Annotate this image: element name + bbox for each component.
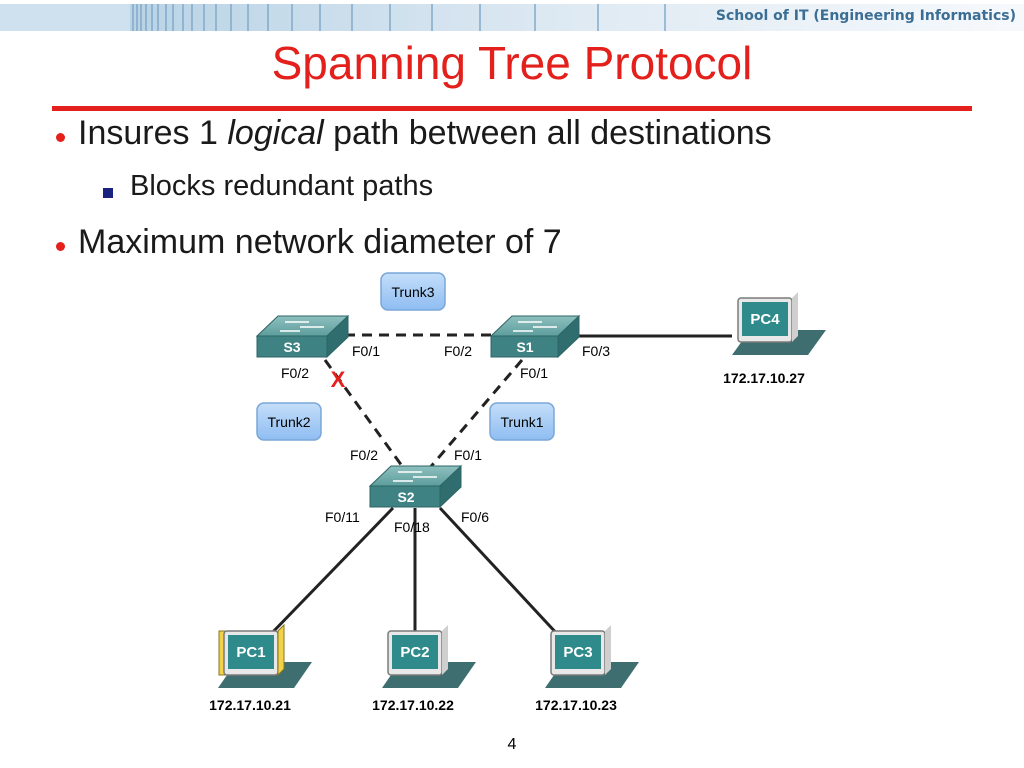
sub-bullet-blocks: Blocks redundant paths [103, 170, 434, 203]
pc3-ip: 172.17.10.23 [535, 697, 617, 713]
port-s1-f02: F0/2 [444, 343, 472, 359]
sub-bullet-blocks-text: Blocks redundant paths [130, 170, 434, 202]
square-bullet-icon [103, 187, 113, 198]
switch-s2-name: S2 [397, 489, 414, 505]
port-s1-f01: F0/1 [520, 365, 548, 381]
switch-s3-name: S3 [283, 339, 300, 355]
header-barcode-graphic [0, 4, 1024, 31]
link-s2-pc3 [438, 506, 562, 639]
pc2-icon: PC2 [382, 625, 476, 688]
blocked-port-x-icon: X [331, 367, 346, 392]
port-s2-f02: F0/2 [350, 447, 378, 463]
bullet-diameter: Maximum network diameter of 7 [56, 223, 562, 262]
trunk3-text: Trunk3 [391, 284, 434, 300]
port-s3-f01: F0/1 [352, 343, 380, 359]
trunk2-text: Trunk2 [267, 414, 310, 430]
bullet-insures-emphasis: logical [227, 114, 324, 152]
port-s2-f01: F0/1 [454, 447, 482, 463]
pc2-ip: 172.17.10.22 [372, 697, 454, 713]
link-s3-s2-trunk2 [323, 359, 407, 471]
pc2-name: PC2 [400, 644, 429, 661]
switch-s2-icon: S2 [368, 464, 463, 509]
port-s2-f06: F0/6 [461, 509, 489, 525]
bullet-insures-suffix: path between all destinations [323, 114, 772, 152]
port-s2-f018: F0/18 [394, 519, 430, 535]
pc3-name: PC3 [563, 644, 592, 661]
pc3-icon: PC3 [545, 625, 639, 688]
bullet-dot-icon [56, 132, 65, 142]
port-s1-f03: F0/3 [582, 343, 610, 359]
bullet-insures-prefix: Insures 1 [78, 114, 228, 152]
trunk1-text: Trunk1 [500, 414, 543, 430]
header-band: School of IT (Engineering Informatics) [0, 0, 1024, 34]
pc1-icon: PC1 [218, 623, 312, 688]
pc1-name: PC1 [236, 644, 265, 661]
pc4-ip: 172.17.10.27 [723, 370, 805, 386]
link-s1-s2-trunk1 [426, 359, 524, 471]
bullet-dot-icon [56, 241, 65, 251]
title-divider [52, 106, 972, 111]
switch-s1-name: S1 [516, 339, 533, 355]
link-s2-pc1 [266, 506, 395, 639]
switch-s1-icon: S1 [489, 314, 581, 359]
port-s2-f011: F0/11 [325, 509, 360, 525]
page-number: 4 [507, 736, 517, 753]
switch-s3-icon: S3 [255, 314, 350, 359]
pc4-name: PC4 [750, 311, 780, 328]
school-label: School of IT (Engineering Informatics) [715, 8, 1016, 24]
pc1-ip: 172.17.10.21 [209, 697, 291, 713]
port-s3-f02: F0/2 [281, 365, 309, 381]
trunk3-label: Trunk3 [380, 272, 446, 311]
bullet-insures: Insures 1 logical path between all desti… [56, 114, 772, 153]
network-topology-diagram: Trunk3 Trunk2 Trunk1 S3 S1 S2 F0/1 F0/2 … [209, 272, 826, 713]
trunk1-label: Trunk1 [489, 402, 555, 441]
trunk2-label: Trunk2 [256, 402, 322, 441]
slide-title: Spanning Tree Protocol [271, 37, 753, 89]
bullet-diameter-text: Maximum network diameter of 7 [78, 223, 562, 261]
pc4-icon: PC4 [732, 292, 826, 355]
